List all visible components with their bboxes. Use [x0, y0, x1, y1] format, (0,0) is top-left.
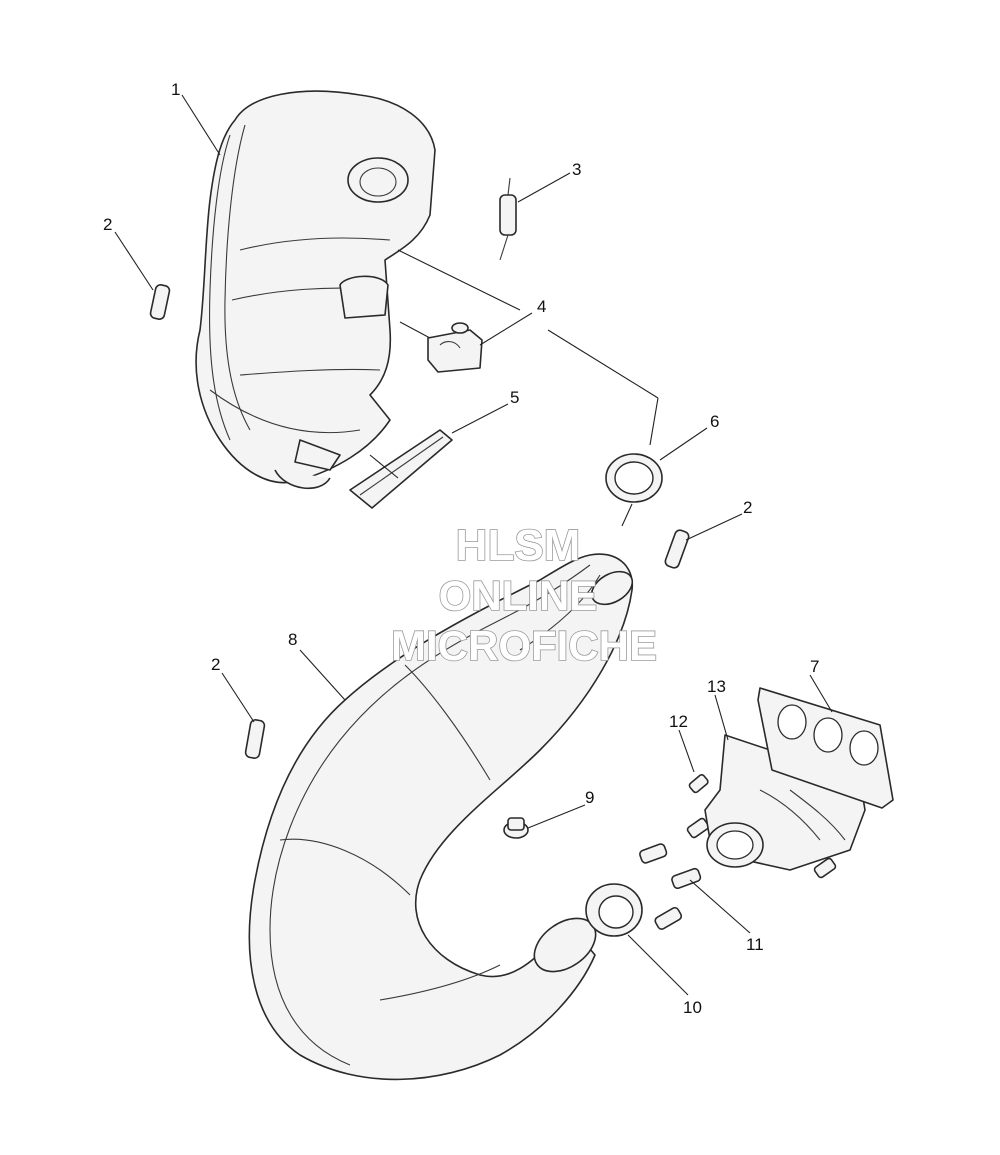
callout-labels: 1 2 3 4 5 6 2 8 2 7 13 12 9 11 10	[103, 80, 819, 1017]
spring-part-2-left[interactable]	[149, 284, 171, 320]
spring-part-2-right[interactable]	[664, 529, 690, 569]
leader-5	[451, 403, 509, 434]
callout-11: 11	[746, 935, 764, 954]
callout-9: 9	[585, 788, 594, 807]
leader-4a	[479, 312, 533, 346]
leader-13	[714, 694, 729, 741]
ring-gasket-part-6[interactable]	[605, 453, 663, 503]
callout-10: 10	[683, 998, 702, 1017]
watermark-line-1: HLSM	[456, 521, 581, 570]
bolt-part-12[interactable]	[686, 774, 837, 879]
spring-set-part-11[interactable]	[639, 843, 702, 931]
leader-7	[809, 674, 833, 713]
leader-11	[689, 879, 751, 934]
callout-3: 3	[572, 160, 581, 179]
leader-10	[627, 934, 689, 996]
heat-shield-part-5[interactable]	[349, 429, 453, 509]
leader-3	[517, 172, 571, 203]
leader-9	[527, 804, 586, 829]
leader-4d	[547, 329, 659, 399]
leader-4c	[399, 321, 431, 339]
watermark-line-3: MICROFICHE	[391, 622, 657, 669]
clamp-ring-part-10[interactable]	[585, 883, 643, 937]
leader-1	[181, 94, 221, 156]
watermark: HLSM ONLINE MICROFICHE	[390, 520, 658, 670]
leader-lines	[114, 94, 833, 996]
muffler-part[interactable]	[195, 90, 436, 490]
leader-5b	[369, 454, 399, 479]
leader-4b	[397, 249, 521, 311]
leader-2b	[685, 513, 743, 541]
callout-13: 13	[707, 677, 726, 696]
callout-2-lower: 2	[211, 655, 220, 674]
spring-part-2-lower[interactable]	[244, 719, 266, 759]
callout-8: 8	[288, 630, 297, 649]
callout-12: 12	[669, 712, 688, 731]
callout-1: 1	[171, 80, 180, 99]
exhaust-pipe-part-8[interactable]	[248, 553, 638, 1081]
leader-6b	[621, 503, 633, 527]
callout-6: 6	[710, 412, 719, 431]
leader-8	[299, 649, 346, 701]
leader-2c	[221, 672, 255, 723]
bracket-part-4[interactable]	[427, 322, 483, 373]
callout-7: 7	[810, 657, 819, 676]
grommet-part-9[interactable]	[503, 817, 529, 839]
watermark-line-2: ONLINE	[439, 572, 598, 619]
leader-6	[659, 427, 708, 461]
gasket-part-7[interactable]	[757, 687, 894, 809]
leader-4e	[649, 397, 659, 446]
leader-12	[678, 729, 695, 773]
callout-5: 5	[510, 388, 519, 407]
spring-part-3[interactable]	[499, 177, 517, 261]
callout-2-upper: 2	[103, 215, 112, 234]
callout-2-right: 2	[743, 498, 752, 517]
leader-2a	[114, 231, 154, 291]
callout-4: 4	[537, 297, 546, 316]
